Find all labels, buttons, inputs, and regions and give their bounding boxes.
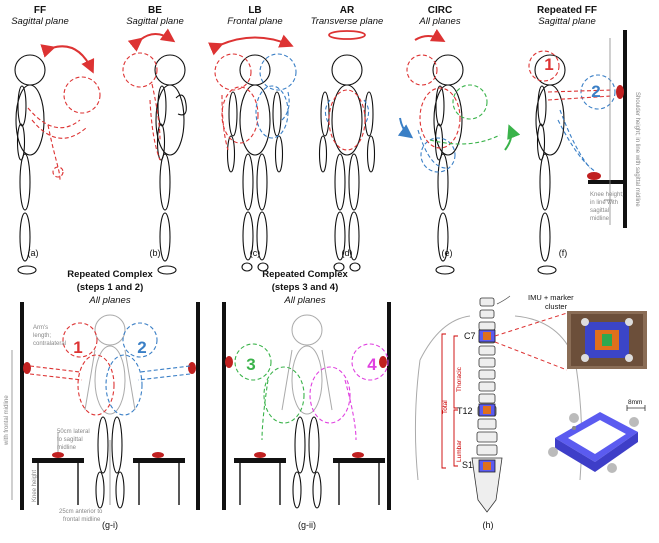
panel-g1-plane: All planes	[88, 295, 130, 306]
figure-b	[122, 28, 187, 275]
panel-d-code: AR	[340, 5, 355, 16]
label-c7: C7	[464, 331, 476, 341]
label-thoracic: Thoracic	[456, 366, 463, 392]
caption-d: (d)	[342, 248, 353, 258]
wall-f	[623, 30, 627, 228]
panel-g1-anterior-note-1: 25cm anterior to	[59, 509, 103, 515]
panel-f-knee-note-2: in line with	[590, 200, 618, 206]
panel-e-plane: All planes	[418, 16, 460, 27]
target-right-g1	[188, 362, 196, 374]
panel-f-shoulder-note: Shoulder height; in line with sagittal m…	[634, 92, 640, 207]
target-shoulder-f	[616, 85, 624, 99]
panel-g2-number-3: 3	[246, 355, 255, 374]
label-lumbar: Lumbar	[456, 439, 463, 462]
panel-g1-shoulder-note: with frontal midline	[4, 395, 10, 446]
imu-label-2: cluster	[545, 302, 568, 311]
panel-g1-steps: (steps 1 and 2)	[77, 282, 144, 293]
panel-g1-number-2: 2	[137, 338, 146, 357]
panel-g1-anterior-note-2: frontal midline	[63, 517, 101, 523]
caption-a: (a)	[28, 248, 39, 258]
panel-g2-steps: (steps 3 and 4)	[272, 282, 339, 293]
panel-g2-title: Repeated Complex	[262, 269, 348, 280]
caption-h: (h)	[483, 520, 494, 530]
panel-b-code: BE	[148, 5, 162, 16]
wall-left-g1	[20, 302, 24, 510]
scale-label: 8mm	[628, 399, 642, 406]
knee-plate-f	[588, 180, 624, 184]
panel-g1-knee-note: Knee height	[32, 470, 38, 502]
panel-g1-lateral-note-2: to sagittal	[57, 437, 83, 443]
figure-a	[14, 44, 101, 275]
caption-g2: (g-ii)	[298, 520, 316, 530]
wall-right-g1	[196, 302, 200, 510]
panel-f-number-1: 1	[544, 55, 553, 74]
target-left-g1	[23, 362, 31, 374]
figure-g1	[11, 302, 200, 510]
panel-d-plane: Transverse plane	[311, 16, 384, 27]
panel-f-knee-note-1: Knee height;	[590, 192, 624, 198]
imu-3d-model	[548, 405, 646, 473]
figure-e	[397, 28, 521, 275]
panel-g1-title: Repeated Complex	[67, 269, 153, 280]
panel-g1-arm-note-1: Arm's	[33, 325, 48, 331]
label-total: Total	[442, 400, 449, 414]
panel-f-knee-note-4: midline	[590, 216, 610, 222]
panel-g1-arm-note-2: length;	[33, 333, 51, 339]
panel-g1-lateral-note-1: 50cm lateral	[57, 429, 90, 435]
figure-f	[528, 30, 627, 275]
caption-f: (f)	[559, 248, 568, 258]
panel-c-plane: Frontal plane	[227, 16, 282, 27]
target-knee-f	[587, 172, 601, 180]
panel-b-plane: Sagittal plane	[126, 16, 184, 27]
wall-right-g2	[387, 302, 391, 510]
panel-f-number-2: 2	[591, 82, 600, 101]
panel-a-code: FF	[34, 5, 46, 16]
caption-g1: (g-i)	[102, 520, 118, 530]
figure-g2	[222, 302, 391, 510]
wall-left-g2	[222, 302, 226, 510]
figure-d	[318, 30, 376, 272]
imu-photo	[567, 311, 647, 369]
panel-e-code: CIRC	[428, 5, 452, 16]
panel-f-plane: Sagittal plane	[538, 16, 596, 27]
panel-g1-lateral-note-3: midline	[57, 445, 77, 451]
label-s1: S1	[462, 460, 473, 470]
panel-a-plane: Sagittal plane	[11, 16, 69, 27]
panel-g2-number-4: 4	[367, 355, 377, 374]
caption-b: (b)	[150, 248, 161, 258]
panel-g1-arm-note-3: contralateral	[33, 341, 66, 347]
panel-g1-number-1: 1	[73, 338, 82, 357]
figure-c	[208, 34, 297, 272]
imu-label-1: IMU + marker	[528, 293, 574, 302]
panel-c-code: LB	[248, 5, 261, 16]
label-t12: T12	[457, 406, 473, 416]
panel-g2-plane: All planes	[283, 295, 325, 306]
panel-f-code: Repeated FF	[537, 5, 597, 16]
figure-h-spine	[414, 295, 583, 513]
caption-c: (c)	[250, 248, 261, 258]
caption-e: (e)	[442, 248, 453, 258]
panel-f-knee-note-3: sagittal	[590, 208, 609, 214]
